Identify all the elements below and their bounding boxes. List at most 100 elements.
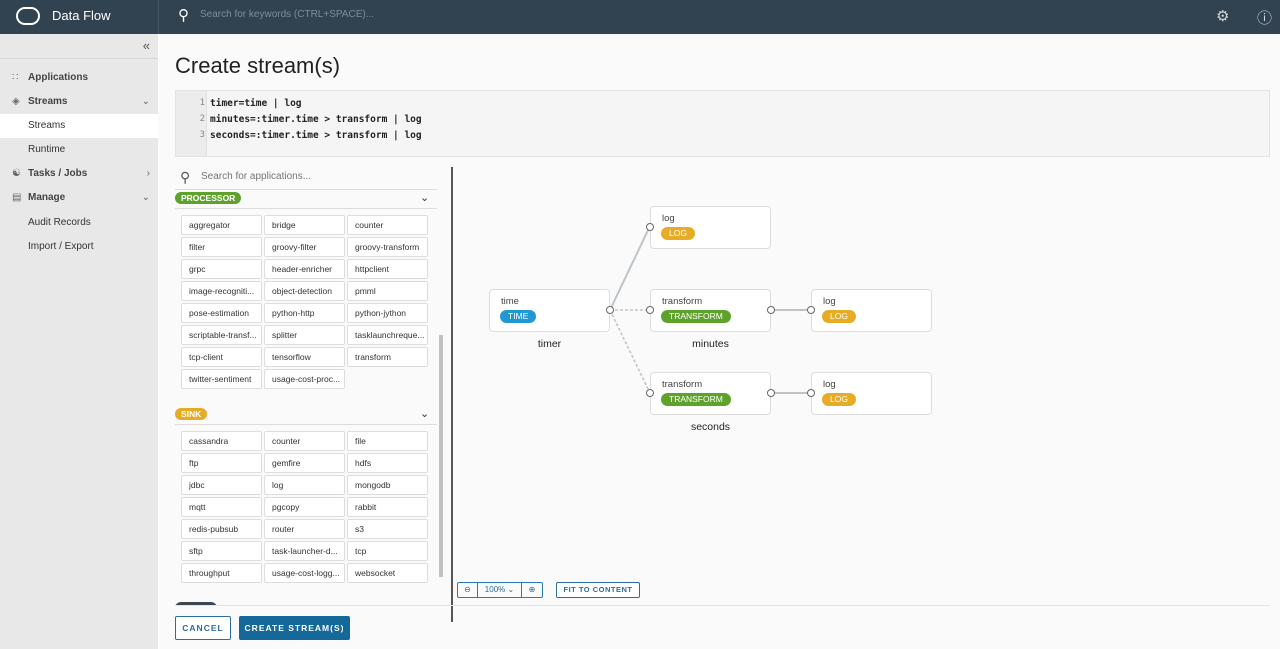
code-line: seconds=:timer.time > transform | log <box>210 130 422 141</box>
app-item[interactable]: tensorflow <box>264 347 345 367</box>
port-handle[interactable] <box>807 389 815 397</box>
app-item[interactable]: log <box>264 475 345 495</box>
app-item[interactable]: usage-cost-logg... <box>264 563 345 583</box>
node-name: log <box>823 296 836 307</box>
node-type-badge: LOG <box>822 310 856 323</box>
fit-to-content-button[interactable]: FIT TO CONTENT <box>556 582 640 598</box>
app-item[interactable]: python-http <box>264 303 345 323</box>
app-item[interactable]: task-launcher-d... <box>264 541 345 561</box>
stream-dsl-editor[interactable]: 1 2 3 timer=time | log minutes=:timer.ti… <box>175 90 1270 157</box>
palette-scrollbar[interactable] <box>439 335 443 577</box>
app-item[interactable]: pose-estimation <box>181 303 262 323</box>
app-item[interactable]: pgcopy <box>264 497 345 517</box>
zoom-level: 100% <box>484 585 506 594</box>
app-item[interactable]: aggregator <box>181 215 262 235</box>
app-item[interactable]: python-jython <box>347 303 428 323</box>
gear-icon[interactable]: ⚙ <box>1216 8 1230 25</box>
cancel-button[interactable]: CANCEL <box>175 616 231 640</box>
sidebar-item-audit-records[interactable]: Audit Records <box>0 211 158 235</box>
app-item[interactable]: counter <box>347 215 428 235</box>
chevron-down-icon[interactable]: ⌄ <box>420 192 430 204</box>
app-item[interactable]: sftp <box>181 541 262 561</box>
chevron-down-icon[interactable]: ⌄ <box>420 408 430 420</box>
sidebar-item-applications[interactable]: ∷Applications <box>0 66 158 90</box>
sidebar-item-runtime[interactable]: Runtime <box>0 138 158 162</box>
port-handle[interactable] <box>646 223 654 231</box>
grid-icon: ∷ <box>12 72 19 83</box>
zoom-out-button[interactable]: ⊖ <box>458 583 478 597</box>
chevron-down-icon[interactable]: ⌄ <box>420 601 429 605</box>
search-icon: ⚲ <box>178 7 189 24</box>
app-item[interactable]: grpc <box>181 259 262 279</box>
app-item[interactable]: tcp-client <box>181 347 262 367</box>
splitter-handle[interactable] <box>451 167 453 622</box>
global-search-input[interactable]: Search for keywords (CTRL+SPACE)... <box>200 9 375 20</box>
app-item[interactable]: bridge <box>264 215 345 235</box>
app-item[interactable]: header-enricher <box>264 259 345 279</box>
port-handle[interactable] <box>646 306 654 314</box>
app-item[interactable]: tasklaunchreque... <box>347 325 428 345</box>
sidebar-item-manage[interactable]: ▤Manage⌄ <box>0 186 158 210</box>
app-item[interactable]: twitter-sentiment <box>181 369 262 389</box>
app-item[interactable]: groovy-filter <box>264 237 345 257</box>
app-item[interactable]: splitter <box>264 325 345 345</box>
app-item[interactable]: mongodb <box>347 475 428 495</box>
port-handle[interactable] <box>767 306 775 314</box>
app-item[interactable]: transform <box>347 347 428 367</box>
app-item[interactable]: jdbc <box>181 475 262 495</box>
app-item[interactable]: mqtt <box>181 497 262 517</box>
sidebar-item-streams-group[interactable]: ◈Streams⌄ <box>0 90 158 114</box>
app-item[interactable]: groovy-transform <box>347 237 428 257</box>
app-item[interactable]: tcp <box>347 541 428 561</box>
port-handle[interactable] <box>767 389 775 397</box>
app-item[interactable]: cassandra <box>181 431 262 451</box>
app-item[interactable]: pmml <box>347 281 428 301</box>
node-type-badge: LOG <box>822 393 856 406</box>
collapse-sidebar-icon[interactable]: « <box>142 38 150 53</box>
port-handle[interactable] <box>807 306 815 314</box>
app-item[interactable]: file <box>347 431 428 451</box>
app-item[interactable]: image-recogniti... <box>181 281 262 301</box>
app-search-input[interactable] <box>201 171 431 182</box>
app-item[interactable]: object-detection <box>264 281 345 301</box>
zoom-level-select[interactable]: 100% ⌄ <box>478 583 522 597</box>
sidebar-item-import-export[interactable]: Import / Export <box>0 235 158 259</box>
app-item[interactable]: redis-pubsub <box>181 519 262 539</box>
chevron-right-icon: › <box>146 168 150 179</box>
sidebar-item-streams[interactable]: Streams <box>0 114 158 138</box>
app-item[interactable]: rabbit <box>347 497 428 517</box>
port-handle[interactable] <box>646 389 654 397</box>
app-item[interactable]: hdfs <box>347 453 428 473</box>
line-gutter <box>176 91 207 156</box>
create-streams-button[interactable]: CREATE STREAM(S) <box>239 616 350 640</box>
app-item[interactable]: counter <box>264 431 345 451</box>
sidebar-item-label: Import / Export <box>28 241 94 252</box>
info-icon[interactable]: ⓘ <box>1257 10 1273 27</box>
app-item[interactable]: usage-cost-proc... <box>264 369 345 389</box>
streams-icon: ◈ <box>12 96 20 107</box>
app-item[interactable]: ftp <box>181 453 262 473</box>
node-type-badge: TIME <box>500 310 537 323</box>
brand-name: Data Flow <box>52 8 111 23</box>
sidebar-item-tasks-jobs[interactable]: ☯Tasks / Jobs› <box>0 162 158 186</box>
app-item[interactable]: router <box>264 519 345 539</box>
app-item[interactable]: s3 <box>347 519 428 539</box>
app-item[interactable]: httpclient <box>347 259 428 279</box>
app-item[interactable]: scriptable-transf... <box>181 325 262 345</box>
stream-label: timer <box>537 338 562 350</box>
app-item[interactable]: websocket <box>347 563 428 583</box>
zoom-in-button[interactable]: ⊕ <box>528 585 536 594</box>
sidebar-item-label: Streams <box>28 120 66 131</box>
app-item[interactable]: filter <box>181 237 262 257</box>
port-handle[interactable] <box>606 306 614 314</box>
link-tap <box>609 309 651 394</box>
app-item[interactable]: gemfire <box>264 453 345 473</box>
app-item[interactable]: throughput <box>181 563 262 583</box>
